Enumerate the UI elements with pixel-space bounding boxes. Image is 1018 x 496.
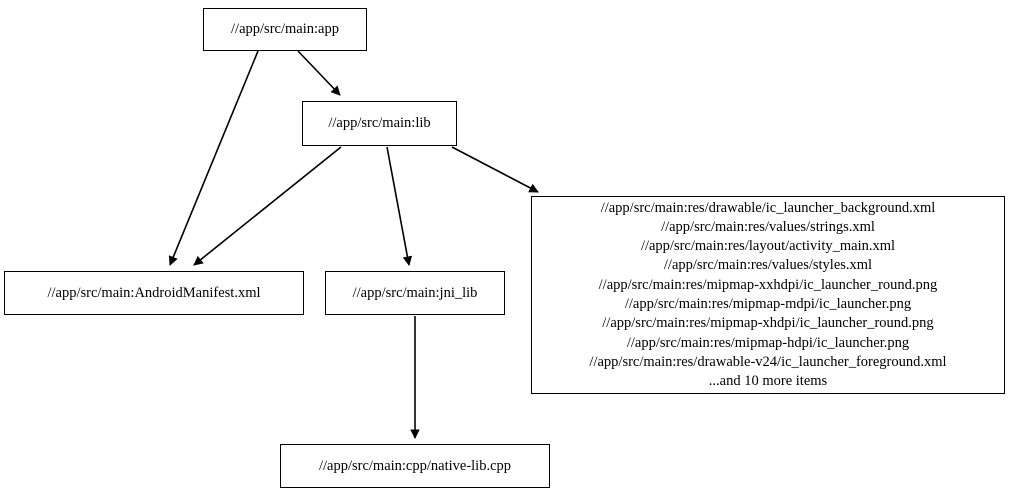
edge-app-to-manifest	[168, 50, 259, 266]
node-jni-lib-label: //app/src/main:jni_lib	[352, 284, 478, 301]
node-res-collection-label: //app/src/main:res/drawable/ic_launcher_…	[589, 199, 947, 390]
node-android-manifest-label: //app/src/main:AndroidManifest.xml	[47, 284, 261, 301]
edge-app-to-lib	[297, 50, 341, 96]
node-app[interactable]: //app/src/main:app	[203, 8, 367, 51]
node-android-manifest[interactable]: //app/src/main:AndroidManifest.xml	[4, 271, 304, 315]
node-native-lib-cpp[interactable]: //app/src/main:cpp/native-lib.cpp	[280, 444, 550, 488]
edge-lib-to-jni-lib	[386, 146, 413, 266]
edge-lib-to-res	[451, 146, 539, 193]
node-lib[interactable]: //app/src/main:lib	[302, 101, 457, 146]
node-jni-lib[interactable]: //app/src/main:jni_lib	[325, 271, 505, 315]
node-res-collection[interactable]: //app/src/main:res/drawable/ic_launcher_…	[531, 196, 1005, 394]
node-native-lib-cpp-label: //app/src/main:cpp/native-lib.cpp	[318, 457, 512, 474]
node-lib-label: //app/src/main:lib	[328, 115, 431, 131]
edge-lib-to-manifest	[193, 146, 342, 266]
node-app-label: //app/src/main:app	[231, 21, 339, 37]
